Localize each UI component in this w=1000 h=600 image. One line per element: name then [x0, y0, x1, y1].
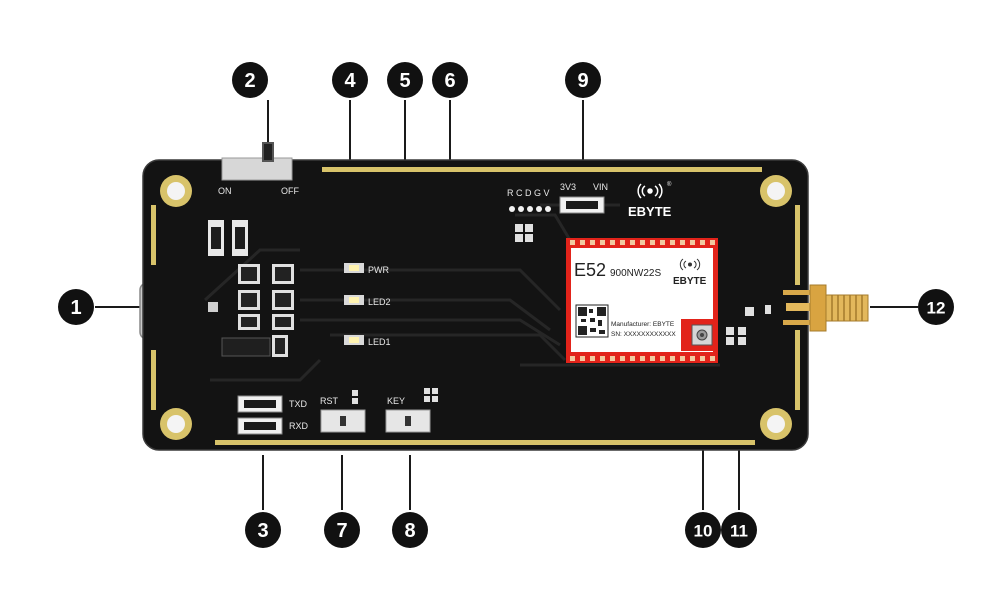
callout-6: 6	[432, 62, 468, 98]
led-pwr-label: PWR	[368, 265, 389, 275]
callout-4: 4	[332, 62, 368, 98]
module-brand: EBYTE	[673, 276, 707, 287]
logo-registered-mark: ®	[667, 181, 672, 188]
callout-10: 10	[685, 512, 721, 548]
callout-11: 11	[721, 512, 757, 548]
small-components	[515, 224, 771, 345]
module-model-suffix: 900NW22S	[610, 268, 661, 279]
svg-text:7: 7	[336, 520, 347, 542]
header-pin-letters: R C D G V	[507, 188, 550, 198]
module-wifi-icon	[679, 258, 701, 271]
svg-text:9: 9	[577, 70, 588, 92]
led-pwr	[344, 263, 364, 273]
led-led2	[344, 295, 364, 305]
led-led2-label: LED2	[368, 297, 391, 307]
pcb-traces	[203, 203, 720, 382]
svg-text:8: 8	[404, 520, 415, 542]
module-pins-top	[570, 240, 715, 245]
qr-code-icon	[575, 304, 609, 338]
svg-text:10: 10	[694, 522, 713, 541]
txd-jumper[interactable]	[237, 395, 283, 413]
svg-text:4: 4	[344, 70, 356, 92]
key-label: KEY	[387, 396, 405, 406]
header-pins	[509, 206, 551, 212]
rst-components	[352, 388, 438, 404]
module-pins-bottom	[570, 356, 715, 361]
callout-9: 9	[565, 62, 601, 98]
power-components	[208, 220, 294, 357]
board-logo-text: EBYTE	[628, 204, 672, 219]
svg-text:11: 11	[730, 522, 748, 541]
rst-button[interactable]	[320, 409, 366, 433]
switch-on-label: ON	[218, 186, 232, 196]
svg-text:12: 12	[927, 299, 946, 318]
svg-text:6: 6	[444, 70, 455, 92]
voltage-jumper[interactable]	[559, 196, 605, 214]
module-serial: SN: XXXXXXXXXXXX	[611, 331, 676, 338]
jumper-3v3-label: 3V3	[560, 182, 576, 192]
svg-text:1: 1	[70, 297, 81, 319]
callout-2: 2	[232, 62, 268, 98]
rxd-label: RXD	[289, 421, 309, 431]
callout-8: 8	[392, 512, 428, 548]
callout-1: 1	[58, 289, 94, 325]
rxd-jumper[interactable]	[237, 417, 283, 435]
callout-3: 3	[245, 512, 281, 548]
power-switch[interactable]	[221, 142, 293, 181]
callout-7: 7	[324, 512, 360, 548]
mounting-holes	[160, 175, 792, 440]
rst-label: RST	[320, 396, 339, 406]
module-manufacturer: Manufacturer: EBYTE	[611, 321, 675, 328]
e52-module: E52 900NW22S EBYTE Manufacturer: EBYTE S…	[566, 238, 718, 363]
sma-antenna-connector	[783, 284, 869, 332]
gold-edges	[151, 167, 800, 445]
switch-off-label: OFF	[281, 186, 299, 196]
led-led1	[344, 335, 364, 345]
led-led1-label: LED1	[368, 337, 391, 347]
svg-text:2: 2	[244, 70, 255, 92]
callout-5: 5	[387, 62, 423, 98]
module-model-prefix: E52	[574, 260, 606, 280]
jumper-vin-label: VIN	[593, 182, 608, 192]
wifi-logo-icon	[637, 183, 663, 199]
svg-text:5: 5	[399, 70, 410, 92]
txd-label: TXD	[289, 399, 308, 409]
key-button[interactable]	[385, 409, 431, 433]
svg-text:3: 3	[257, 520, 268, 542]
callout-12: 12	[918, 289, 954, 325]
